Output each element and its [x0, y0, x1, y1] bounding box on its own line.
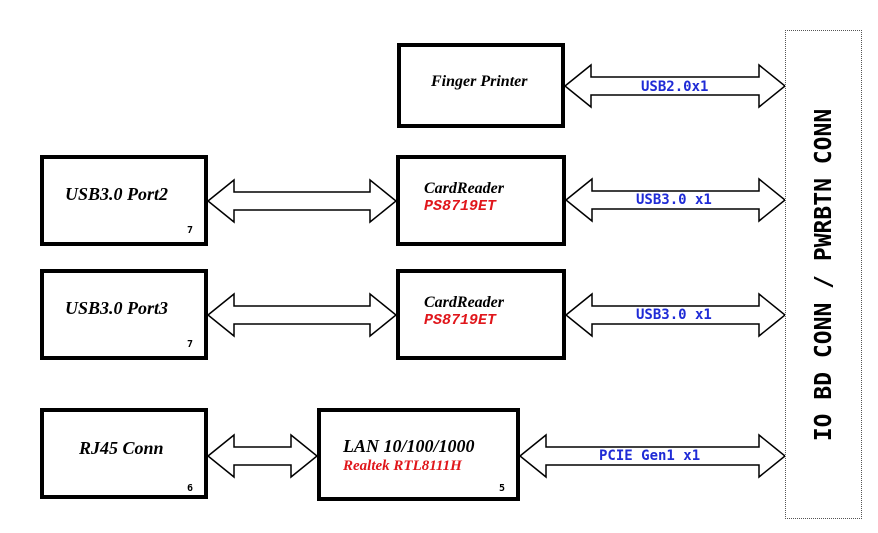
- cardreader-2-chip: PS8719ET: [424, 312, 497, 329]
- cardreader-2-title: CardReader: [424, 294, 504, 311]
- arrow-port2-to-cardreader: [206, 178, 398, 224]
- rj45-title: RJ45 Conn: [79, 438, 164, 458]
- rj45-page: 6: [187, 483, 194, 494]
- usb3-port2-page: 7: [187, 225, 194, 236]
- link-label-lan: PCIE Gen1 x1: [599, 448, 701, 464]
- usb3-port3-block: USB3.0 Port3 7: [40, 269, 208, 360]
- lan-block: LAN 10/100/1000 Realtek RTL8111H 5: [317, 408, 520, 501]
- lan-page: 5: [499, 483, 506, 494]
- link-label-cardreader-2: USB3.0 x1: [636, 307, 712, 323]
- lan-chip: Realtek RTL8111H: [343, 458, 462, 474]
- finger-printer-block: Finger Printer: [397, 43, 565, 128]
- io-bd-connector: IO BD CONN / PWRBTN CONN: [785, 30, 862, 519]
- arrow-port3-to-cardreader: [206, 292, 398, 338]
- usb3-port3-page: 7: [187, 339, 194, 350]
- cardreader-1-chip: PS8719ET: [424, 198, 497, 215]
- finger-printer-title: Finger Printer: [431, 73, 528, 90]
- io-bd-connector-label: IO BD CONN / PWRBTN CONN: [810, 108, 837, 441]
- arrow-rj45-to-lan: [206, 433, 319, 479]
- link-label-cardreader-1: USB3.0 x1: [636, 192, 712, 208]
- lan-title: LAN 10/100/1000: [343, 436, 475, 456]
- cardreader-1-block: CardReader PS8719ET: [396, 155, 566, 246]
- rj45-block: RJ45 Conn 6: [40, 408, 208, 499]
- usb3-port2-block: USB3.0 Port2 7: [40, 155, 208, 246]
- cardreader-1-title: CardReader: [424, 180, 504, 197]
- usb3-port2-title: USB3.0 Port2: [65, 184, 169, 204]
- cardreader-2-block: CardReader PS8719ET: [396, 269, 566, 360]
- usb3-port3-title: USB3.0 Port3: [65, 298, 169, 318]
- link-label-finger: USB2.0x1: [641, 79, 709, 95]
